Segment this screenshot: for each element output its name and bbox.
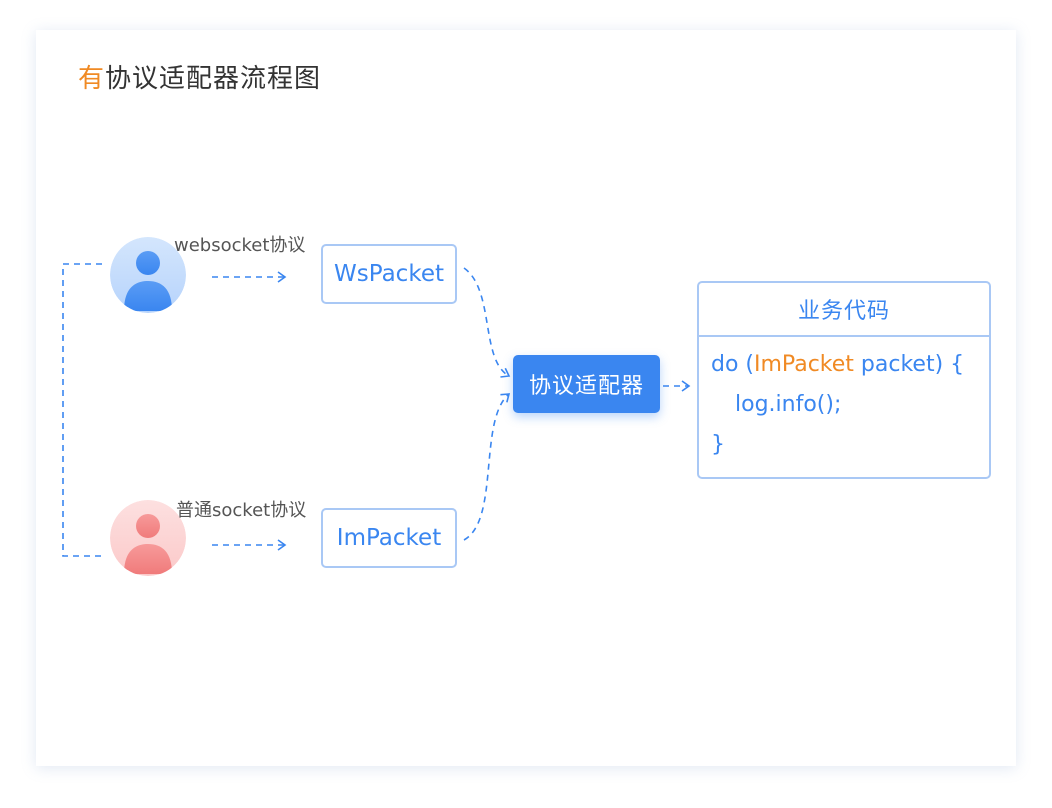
arrow-wspacket-to-adapter — [463, 267, 511, 378]
code-do-prefix: do ( — [711, 352, 755, 377]
page-title: 有协议适配器流程图 — [78, 58, 321, 95]
protocol-adapter-node: 协议适配器 — [513, 355, 660, 413]
code-line-3: } — [711, 432, 725, 457]
business-code-body: do (ImPacket packet) { log.info(); } — [699, 337, 989, 465]
code-param: packet) { — [853, 352, 965, 377]
arrow-impacket-to-adapter — [463, 393, 511, 541]
user-avatar-blue-icon — [110, 237, 186, 313]
title-highlight: 有 — [78, 64, 106, 94]
wspacket-node: WsPacket — [321, 244, 457, 304]
business-code-header: 业务代码 — [699, 283, 989, 337]
client-link-bracket — [62, 263, 102, 557]
impacket-node: ImPacket — [321, 508, 457, 568]
plain-socket-protocol-label: 普通socket协议 — [176, 500, 307, 521]
title-text: 协议适配器流程图 — [105, 64, 322, 94]
websocket-protocol-label: websocket协议 — [174, 235, 306, 256]
user-avatar-red-icon — [110, 500, 186, 576]
code-type-name: ImPacket — [754, 352, 854, 377]
business-code-card: 业务代码 do (ImPacket packet) { log.info(); … — [697, 281, 991, 479]
code-line-2: log.info(); — [735, 392, 842, 417]
code-line-1: do (ImPacket packet) { — [711, 345, 977, 385]
